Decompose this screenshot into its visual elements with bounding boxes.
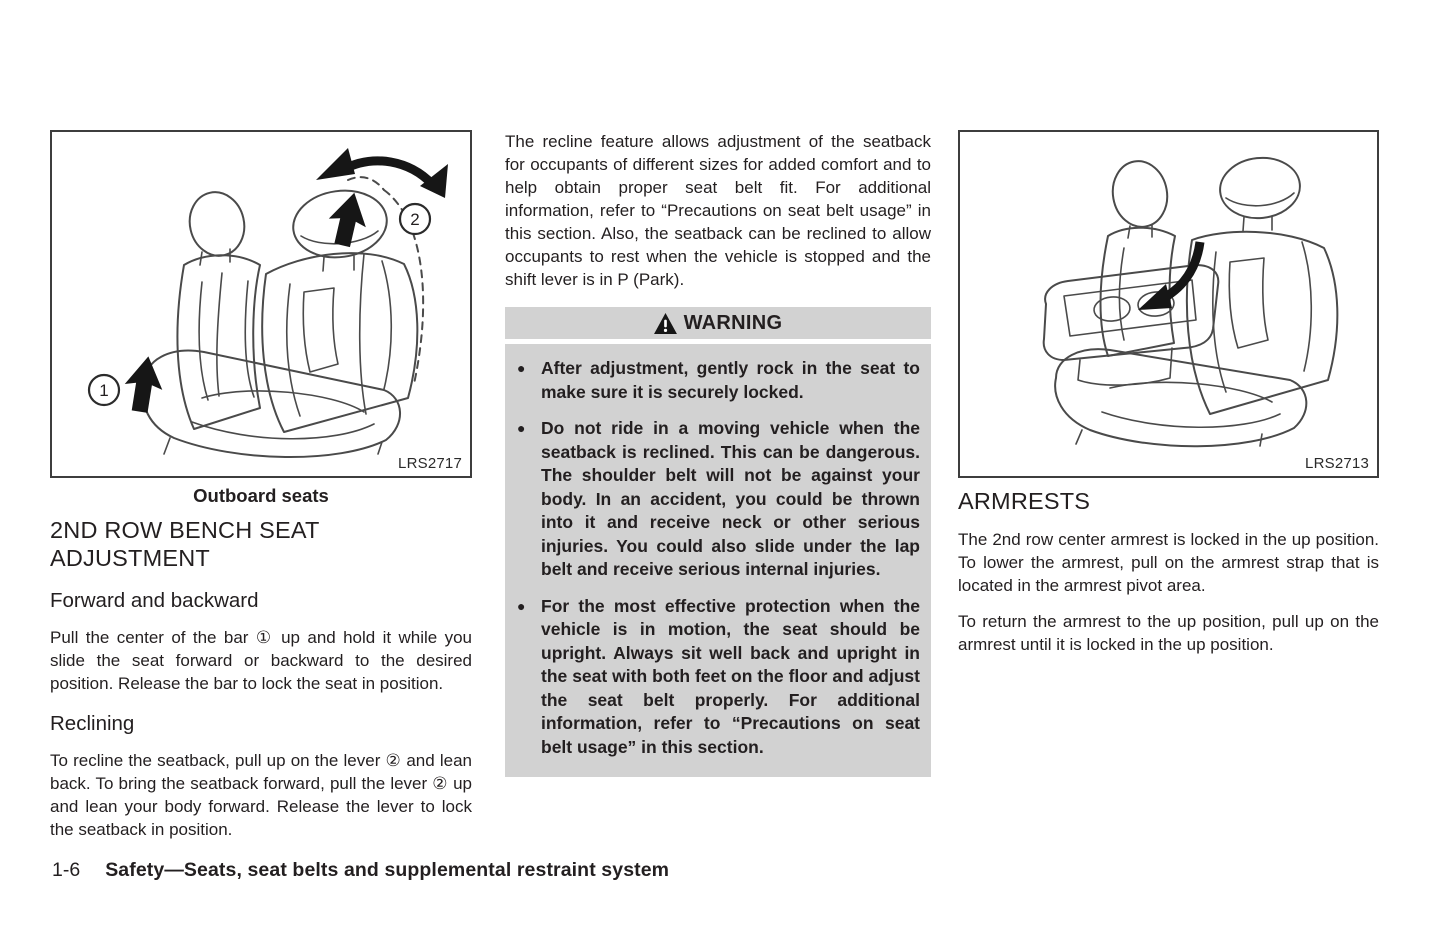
section-heading-armrests: ARMRESTS xyxy=(958,488,1091,514)
reclining-paragraph: To recline the seatback, pull up on the … xyxy=(50,751,472,840)
section-heading-bench-seat-adjustment: 2ND ROW BENCH SEAT ADJUSTMENT xyxy=(50,517,320,572)
right-column: LRS2713 ARMRESTS The 2nd row center armr… xyxy=(958,130,1379,656)
warning-bullet-3: For the most effective protection when t… xyxy=(514,595,920,760)
warning-title: WARNING xyxy=(683,312,783,334)
armrest-paragraph-2: To return the armrest to the up position… xyxy=(958,612,1379,655)
left-column: 1 2 LRS2717 Outboard seats 2ND ROW BENCH… xyxy=(50,130,472,841)
headrest-up-arrow-icon xyxy=(328,192,366,248)
warning-triangle-icon xyxy=(653,313,677,334)
armrest-tray-outline xyxy=(1042,264,1220,386)
seat-recline-illustration: 1 2 xyxy=(87,148,448,459)
callout-2: 2 xyxy=(398,202,432,236)
subheading-reclining: Reclining xyxy=(50,712,135,736)
warning-body: After adjustment, gently rock in the sea… xyxy=(505,344,931,777)
warning-bullet-list: After adjustment, gently rock in the sea… xyxy=(514,357,920,759)
figure-code-lrs2717: LRS2717 xyxy=(398,455,462,472)
left-seat-outline xyxy=(176,191,261,430)
figure-caption: Outboard seats xyxy=(193,485,329,506)
callout-1: 1 xyxy=(87,373,121,407)
armrest-figure: LRS2713 xyxy=(958,130,1379,478)
armrest-paragraph-1: The 2nd row center armrest is locked in … xyxy=(958,530,1379,596)
armrest-illustration xyxy=(1042,156,1339,448)
seat-bar-up-arrow-icon xyxy=(124,356,163,413)
warning-box: WARNING After adjustment, gently rock in… xyxy=(505,307,931,777)
recline-double-arrow-icon xyxy=(316,148,448,198)
svg-text:2: 2 xyxy=(410,210,419,229)
reclined-position-dashed-outline xyxy=(347,176,425,385)
figure-code-lrs2713: LRS2713 xyxy=(1305,455,1369,472)
middle-column: The recline feature allows adjustment of… xyxy=(505,128,931,777)
page-footer: 1-6 Safety—Seats, seat belts and supplem… xyxy=(52,859,669,882)
right-seat-outline xyxy=(1185,156,1339,415)
forward-backward-paragraph: Pull the center of the bar ① up and hold… xyxy=(50,628,472,694)
seat-cushion-outline xyxy=(1054,348,1308,448)
main-seat-outline xyxy=(261,189,419,433)
svg-text:1: 1 xyxy=(99,381,108,400)
left-seat-outline xyxy=(1099,160,1176,357)
subheading-forward-and-backward: Forward and backward xyxy=(50,589,259,613)
outboard-seats-figure: 1 2 LRS2717 xyxy=(50,130,472,478)
warning-bullet-1: After adjustment, gently rock in the sea… xyxy=(514,357,920,404)
warning-header: WARNING xyxy=(505,307,931,339)
warning-bullet-2: Do not ride in a moving vehicle when the… xyxy=(514,417,920,582)
footer-section-title: Safety—Seats, seat belts and supplementa… xyxy=(105,859,670,881)
recline-intro-paragraph: The recline feature allows adjustment of… xyxy=(505,132,931,289)
page-number: 1-6 xyxy=(52,859,81,881)
seat-cushion-outline xyxy=(142,349,401,459)
armrest-fold-arrow-icon xyxy=(1138,241,1205,310)
